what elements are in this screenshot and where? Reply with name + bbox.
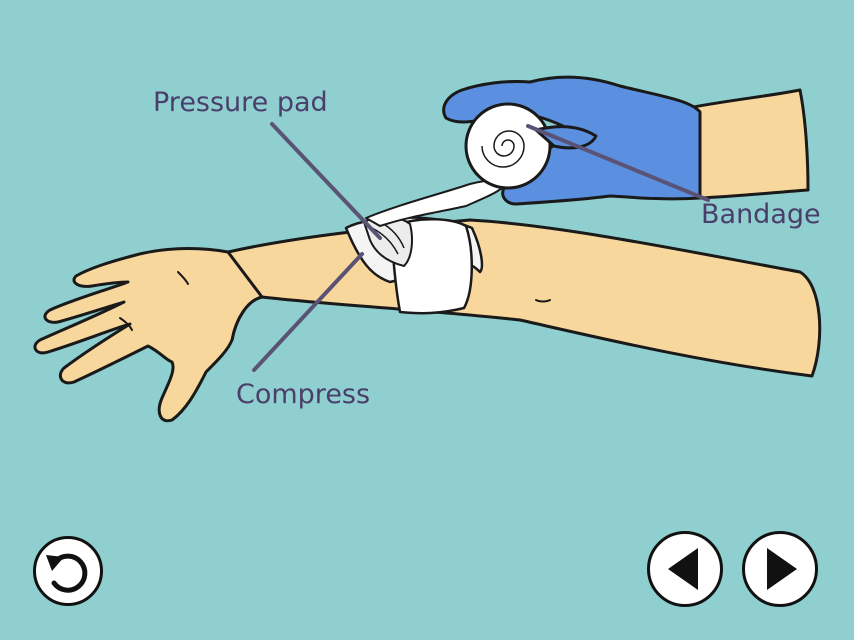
bandage-roll [464, 102, 552, 190]
helper-wrist [686, 88, 810, 200]
pressure-pad-label: Pressure pad [153, 87, 328, 118]
bandage-leader [526, 124, 710, 202]
next-button[interactable] [742, 531, 818, 607]
forearm [226, 218, 822, 378]
replay-icon [46, 553, 88, 593]
bandage-label: Bandage [701, 199, 821, 230]
next-arrow-icon [767, 548, 797, 590]
replay-button[interactable] [33, 536, 103, 606]
compress-leader [252, 252, 364, 372]
previous-arrow-icon [668, 548, 698, 590]
leader-lines [252, 122, 710, 372]
compress-label: Compress [236, 379, 371, 410]
hand [33, 247, 264, 423]
wound-dressing [344, 179, 507, 315]
previous-button[interactable] [647, 531, 723, 607]
gloved-hand [442, 75, 810, 206]
pressure-pad-leader [270, 122, 382, 240]
